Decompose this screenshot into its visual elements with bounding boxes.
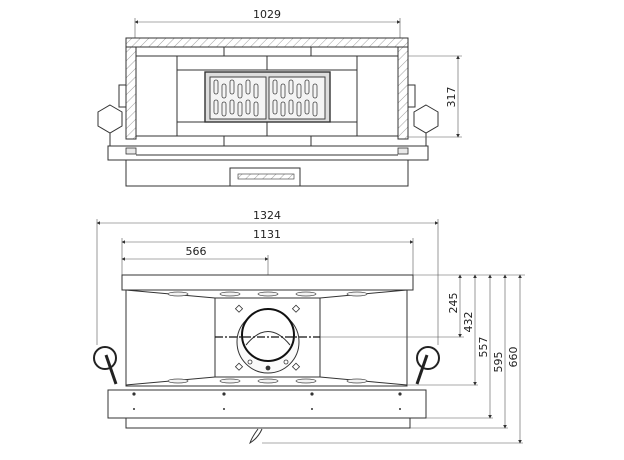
grate [204, 71, 331, 123]
left-hex-nut-icon [97, 104, 123, 134]
vent-grill [237, 173, 295, 180]
height-label-595: 595 [492, 352, 505, 373]
top-width-label: 1029 [253, 8, 281, 21]
right-hex-nut-icon [413, 104, 439, 134]
overall-width-label: 1324 [253, 209, 281, 222]
handle-icon [249, 428, 263, 445]
top-hatched-band [125, 37, 409, 48]
body-width-label: 1131 [253, 228, 281, 241]
right-adjuster-icon [416, 346, 440, 370]
top-view: 1029 [97, 8, 462, 187]
height-label-660: 660 [507, 347, 520, 368]
flue-height-label: 245 [447, 293, 460, 314]
left-adjuster-icon [93, 346, 117, 370]
top-depth-label: 317 [445, 87, 458, 108]
top-frame [121, 274, 414, 291]
flue-collar [215, 304, 320, 374]
height-label-557: 557 [477, 337, 490, 358]
height-label-432: 432 [462, 312, 475, 333]
front-view: 1324 1131 566 [93, 209, 525, 445]
flue-offset-label: 566 [186, 245, 207, 258]
front-panel [107, 389, 427, 419]
